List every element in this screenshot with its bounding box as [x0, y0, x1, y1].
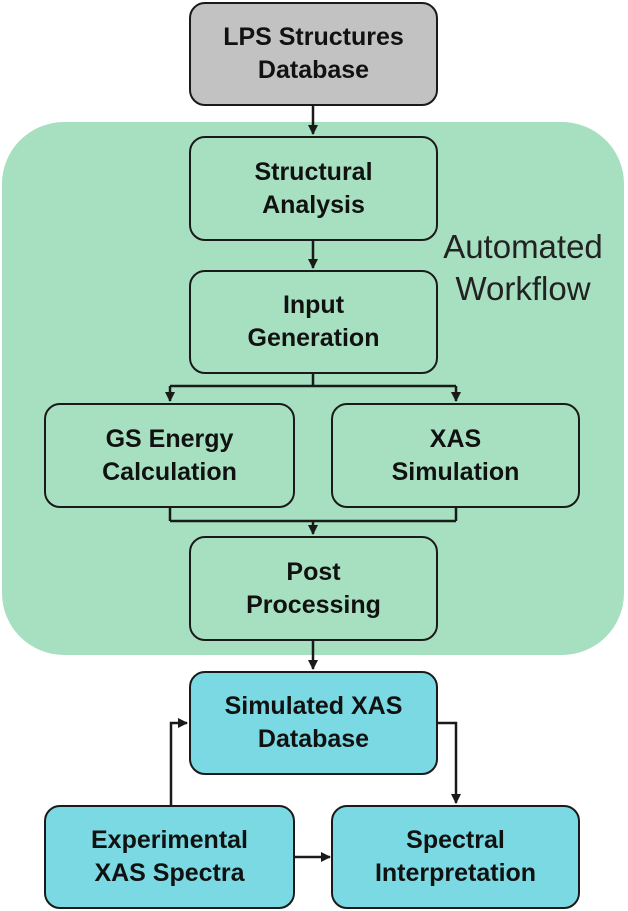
automated-workflow-label: Automated Workflow [443, 228, 603, 307]
experimental-xas-spectra-node: Experimental XAS Spectra [44, 805, 295, 909]
lps-structures-database-node: LPS Structures Database [189, 2, 438, 106]
post-processing-node: Post Processing [189, 536, 438, 641]
simulated-xas-database-node: Simulated XAS Database [189, 671, 438, 775]
xas-simulation-node: XAS Simulation [331, 403, 580, 508]
arrow-simulated-db-to-interpretation [438, 721, 461, 804]
arrow-experimental-to-simulated-db [169, 718, 188, 805]
gs-energy-calculation-node: GS Energy Calculation [44, 403, 295, 508]
structural-analysis-node: Structural Analysis [189, 136, 438, 241]
spectral-interpretation-node: Spectral Interpretation [331, 805, 580, 909]
input-generation-node: Input Generation [189, 270, 438, 374]
